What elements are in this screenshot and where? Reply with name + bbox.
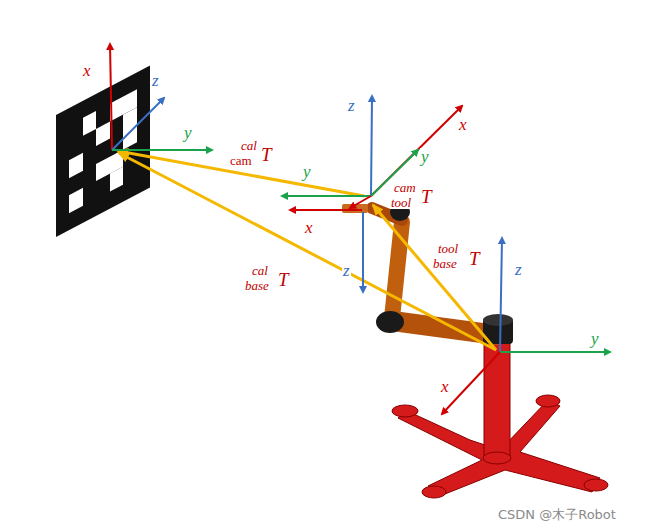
base-frame-axes (442, 238, 610, 414)
axis-label: y (420, 148, 430, 165)
transform-superscript: cam (393, 181, 417, 194)
transform-symbol: T (260, 145, 273, 164)
transform-superscript: cal (240, 139, 258, 152)
axis-label: x (458, 116, 468, 133)
axis-label: y (590, 330, 600, 347)
axis-label: z (514, 261, 523, 278)
transform-subscript: cam (229, 154, 253, 167)
transform-symbol: T (468, 249, 481, 268)
axis-label: y (183, 124, 193, 141)
transform-superscript: cal (251, 264, 269, 277)
axis-label: y (302, 163, 312, 180)
axis-label: z (342, 262, 351, 279)
watermark: CSDN @木子Robot (497, 508, 617, 521)
transform-subscript: base (432, 257, 458, 270)
axis-label: x (304, 219, 314, 236)
tool-frame-axes (282, 96, 462, 292)
transform-subscript: base (244, 279, 270, 292)
axis-label: z (151, 72, 160, 89)
transform-superscript: tool (437, 242, 459, 255)
axis-label: x (82, 62, 92, 79)
transform-subscript: tool (390, 196, 412, 209)
board-frame-axes (110, 44, 212, 150)
calibration-board (56, 65, 150, 237)
robot-pedestal (392, 330, 608, 498)
transform-symbol: T (420, 187, 433, 206)
transform-arrows (118, 151, 496, 350)
axis-label: z (347, 97, 356, 114)
axis-label: x (440, 378, 450, 395)
robot-arm (342, 203, 513, 344)
transform-symbol: T (277, 270, 290, 289)
